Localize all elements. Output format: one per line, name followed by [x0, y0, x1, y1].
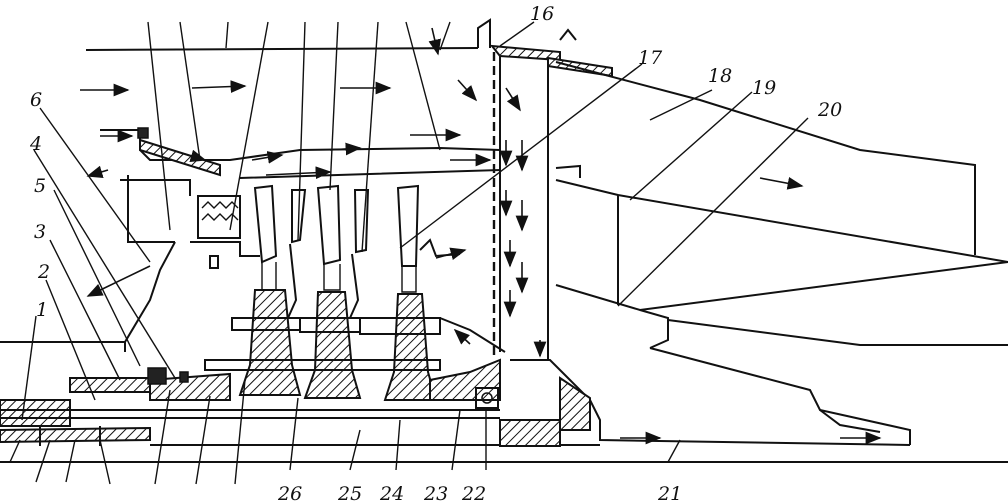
label-18: 18: [708, 65, 732, 87]
label-21: 21: [657, 483, 682, 504]
label-2: 2: [37, 261, 50, 283]
label-20: 20: [817, 99, 842, 121]
label-26: 26: [277, 483, 302, 504]
leader-lines: [9, 21, 809, 485]
label-24: 24: [379, 483, 404, 504]
outer-casing: [85, 18, 976, 360]
turbine-discs: [231, 238, 506, 401]
label-5: 5: [34, 175, 46, 197]
lower-casing: [0, 341, 1008, 463]
exhaust-diffuser: [555, 164, 1008, 445]
label-1: 1: [36, 299, 48, 321]
label-19: 19: [752, 77, 776, 99]
label-16: 16: [530, 3, 554, 25]
label-4: 4: [29, 133, 42, 155]
label-23: 23: [423, 483, 448, 504]
label-22: 22: [461, 483, 486, 504]
label-3: 3: [34, 221, 46, 243]
reference-numerals: 1 2 3 5 4 6 16 17 18 19 20 26 25 24 23 2…: [29, 3, 842, 504]
flow-arrows: [80, 27, 882, 445]
label-17: 17: [638, 47, 663, 69]
label-6: 6: [30, 89, 42, 111]
label-25: 25: [337, 483, 362, 504]
turbine-blades: [253, 184, 420, 319]
